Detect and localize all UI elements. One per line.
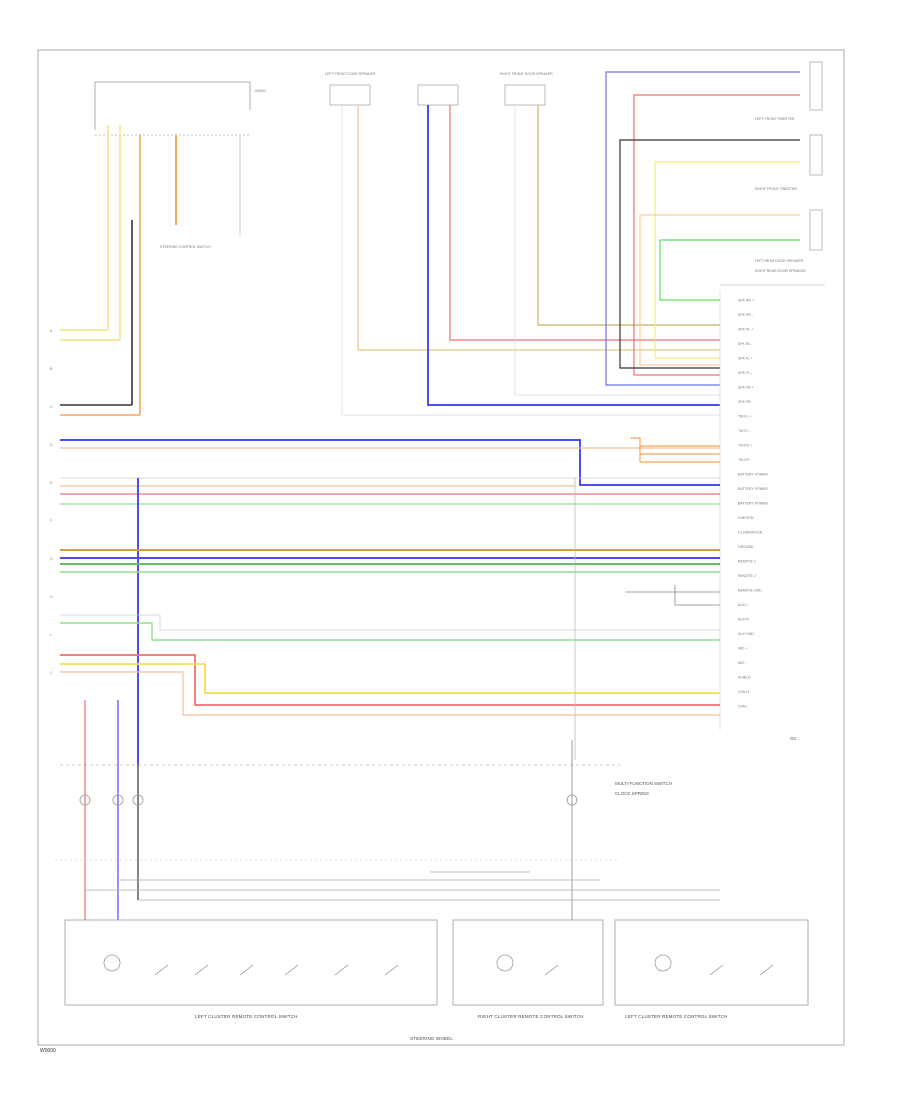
right-speaker-2: LEFT REAR DOOR SPEAKER bbox=[755, 259, 804, 263]
pin-labels: SPK RR + SPK RR - SPK RL + SPK RL - SPK FL +… bbox=[50, 299, 768, 709]
connector-pin-label: SPK FR + bbox=[738, 386, 754, 390]
left-module-caption: LEFT CLUSTER REMOTE CONTROL SWITCH bbox=[195, 1014, 298, 1019]
connector-pin-label: AUX L bbox=[738, 603, 748, 607]
connector-pin-label: TW FR + bbox=[738, 444, 752, 448]
connector-pin-label: MIC + bbox=[738, 647, 747, 651]
top-speakers bbox=[329, 84, 720, 416]
steering-switch-area bbox=[55, 700, 809, 1006]
connector-pin-label: ILLUMINATION bbox=[738, 531, 763, 535]
mid-module-caption: RIGHT CLUSTER REMOTE CONTROL SWITCH bbox=[478, 1014, 584, 1019]
left-edge-label: E bbox=[50, 481, 53, 485]
right-module-caption: LEFT CLUSTER REMOTE CONTROL SWITCH bbox=[625, 1014, 728, 1019]
left-edge-label: J bbox=[50, 671, 52, 675]
top-component-3: RIGHT FRONT DOOR SPEAKER bbox=[500, 72, 553, 76]
bottom-caption: STEERING WHEEL bbox=[410, 1036, 453, 1041]
left-edge-label: I bbox=[50, 633, 51, 637]
left-edge-label: C bbox=[50, 405, 53, 409]
connector-pin-label: SHIELD bbox=[738, 676, 751, 680]
connector-pin-label: SPK FL + bbox=[738, 357, 753, 361]
connector-pin-label: REMOTE 1 bbox=[738, 560, 756, 564]
clockspring-label: CLOCK SPRING bbox=[615, 791, 650, 796]
connector-pin-label: AUX R bbox=[738, 618, 749, 622]
left-edge-label: G bbox=[50, 557, 53, 561]
connector-pin-label: AUX GND bbox=[738, 632, 754, 636]
right-speakers bbox=[605, 61, 825, 386]
ground-label: G0 bbox=[790, 736, 797, 741]
connector-pin-label: GROUND bbox=[738, 545, 754, 549]
connector-pin-label: BATTERY POWER bbox=[738, 487, 768, 491]
top-component-1: STEERING CONTROL SWITCH bbox=[160, 245, 211, 249]
connector-pin-label: CAN H bbox=[738, 690, 749, 694]
connector-pin-label: SPK RR - bbox=[738, 313, 754, 317]
connector-pin-label: REMOTE GND bbox=[738, 589, 762, 593]
connector-pin-label: IGNITION bbox=[738, 516, 754, 520]
right-speaker-3: RIGHT REAR DOOR SPEAKER bbox=[755, 269, 806, 273]
connector-pin-label: SPK FL - bbox=[738, 371, 753, 375]
left-edge-label: A bbox=[50, 329, 53, 333]
top-component-0: RADIO bbox=[255, 89, 266, 93]
left-edge-label: F bbox=[50, 519, 52, 523]
connector-pin-label: MIC - bbox=[738, 661, 747, 665]
left-edge-label: B bbox=[50, 367, 53, 371]
connector-pin-label: TW FL - bbox=[738, 429, 751, 433]
connector-pin-label: CAN L bbox=[738, 705, 748, 709]
horizontal-bus bbox=[60, 437, 720, 765]
top-component-2: LEFT FRONT DOOR SPEAKER bbox=[325, 72, 376, 76]
connector-pin-label: BATTERY POWER bbox=[738, 502, 768, 506]
connector-pin-label: SPK RR + bbox=[738, 299, 754, 303]
connector-pin-label: TW FL + bbox=[738, 415, 751, 419]
left-switch-module bbox=[64, 919, 438, 1006]
connector-pin-label: SPK FR - bbox=[738, 400, 754, 404]
connector-pin-label: REMOTE 2 bbox=[738, 574, 756, 578]
left-edge-label: H bbox=[50, 595, 53, 599]
connector-pin-label: SPK RL - bbox=[738, 342, 753, 346]
diagram-frame bbox=[37, 49, 845, 1046]
connector-pin-label: BATTERY POWER bbox=[738, 473, 768, 477]
mid-switch-module bbox=[452, 919, 604, 1006]
connector-pin-label: SPK RL + bbox=[738, 328, 753, 332]
multifunction-label: MULTI-FUNCTION SWITCH bbox=[615, 781, 672, 786]
footer-id: W0000 bbox=[40, 1048, 56, 1054]
left-edge-label: D bbox=[50, 443, 53, 447]
connector-pin-label: TW FR - bbox=[738, 458, 752, 462]
right-speaker-0: LEFT FRONT TWEETER bbox=[755, 117, 795, 121]
right-switch-module bbox=[614, 919, 809, 1006]
radio-connector-group bbox=[60, 81, 251, 416]
right-speaker-1: RIGHT FRONT TWEETER bbox=[755, 187, 797, 191]
